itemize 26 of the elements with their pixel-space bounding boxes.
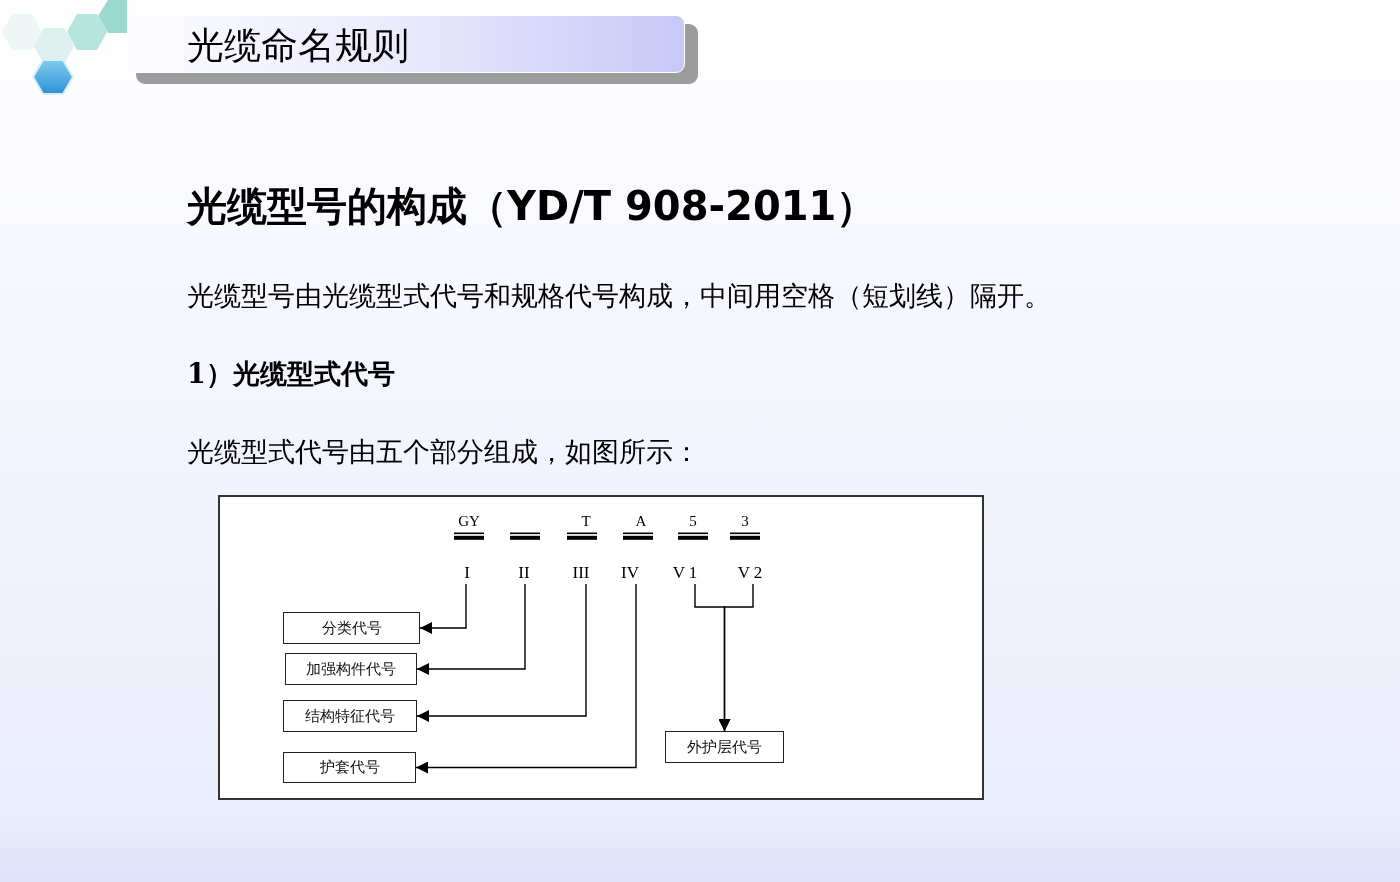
category-box: 护套代号 bbox=[283, 752, 416, 783]
slide-title: 光缆命名规则 bbox=[187, 25, 409, 67]
code-character: GY bbox=[458, 513, 480, 530]
body-text: 光缆型号由光缆型式代号和规格代号构成，中间用空格（短划线）隔开。 bbox=[187, 280, 1051, 312]
roman-numeral: I bbox=[464, 563, 470, 582]
arrow bbox=[416, 583, 526, 675]
body-text: 光缆型式代号由五个部分组成，如图所示： bbox=[187, 436, 700, 468]
roman-numeral: IV bbox=[621, 563, 639, 582]
category-box: 加强构件代号 bbox=[285, 653, 417, 685]
roman-numeral: V 1 bbox=[672, 563, 698, 582]
code-character: 3 bbox=[741, 513, 749, 530]
category-box: 结构特征代号 bbox=[283, 700, 417, 732]
subheading: 1）光缆型式代号 bbox=[187, 358, 395, 390]
arrow bbox=[415, 583, 637, 774]
arrow bbox=[419, 583, 467, 634]
category-box: 分类代号 bbox=[283, 612, 420, 644]
category-box: 外护层代号 bbox=[665, 731, 784, 763]
roman-numeral: III bbox=[572, 563, 590, 582]
section-heading: 光缆型号的构成（YD/T 908-2011） bbox=[187, 183, 877, 229]
roman-numeral: II bbox=[518, 563, 530, 582]
code-character: T bbox=[581, 513, 591, 530]
roman-numeral: V 2 bbox=[737, 563, 763, 582]
code-character: A bbox=[635, 513, 647, 530]
arrow bbox=[416, 583, 587, 722]
code-character: 5 bbox=[689, 513, 697, 530]
arrow bbox=[718, 583, 754, 732]
